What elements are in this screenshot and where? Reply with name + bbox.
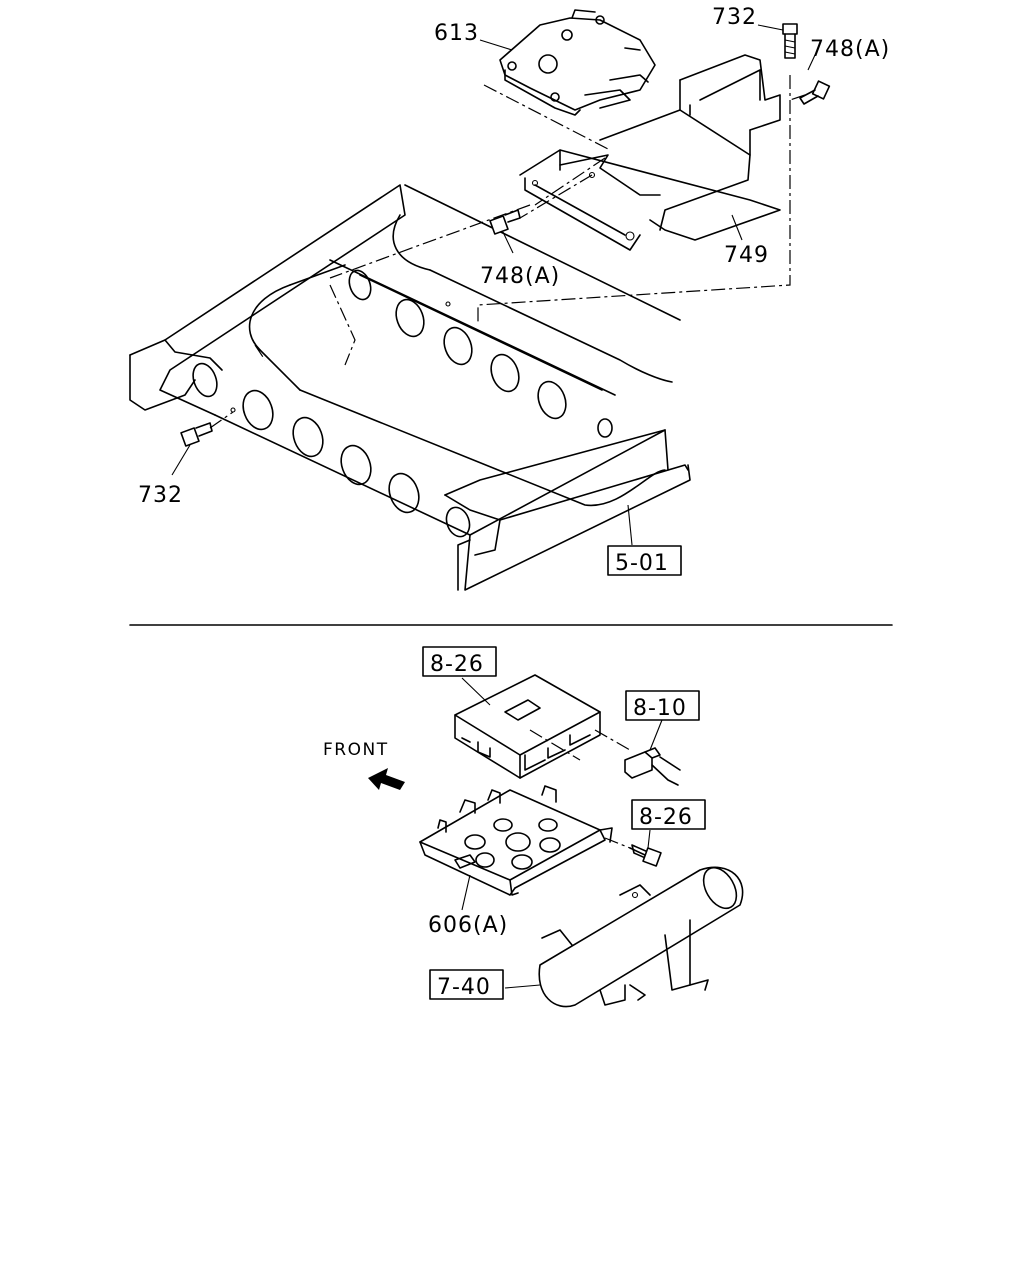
chassis-frame: [129, 184, 691, 591]
label-732-top: 732: [712, 5, 757, 30]
ref-8-26-top: 8-26: [430, 652, 484, 677]
label-748a-mid: 748(A): [480, 264, 560, 289]
label-749: 749: [724, 243, 769, 268]
cross-member-tube: [538, 866, 744, 1008]
bolt-748a-mid: [489, 209, 521, 235]
bolt-732-left: [180, 422, 213, 447]
label-606a: 606(A): [428, 913, 508, 938]
bracket-749: [519, 54, 781, 251]
harness-connector: [624, 747, 681, 786]
ref-box-8-10: [625, 690, 700, 721]
ref-box-7-40: [429, 969, 504, 1000]
ref-8-26-bolt: 8-26: [639, 805, 693, 830]
label-732-left: 732: [138, 483, 183, 508]
ref-7-40: 7-40: [437, 975, 491, 1000]
ref-5-01: 5-01: [615, 551, 669, 576]
bolt-8-26: [604, 837, 662, 867]
label-748a-right: 748(A): [810, 37, 890, 62]
leader-lines-upper: [171, 24, 816, 546]
bolt-748a-right: [799, 80, 831, 105]
ref-box-8-26-bolt: [631, 799, 706, 830]
ecu-module-613: [499, 9, 656, 116]
front-label: FRONT: [323, 740, 389, 760]
mounting-plate-606a: [419, 785, 613, 896]
label-613: 613: [434, 21, 479, 46]
front-arrow-icon: [368, 768, 405, 790]
upper-view: 613 732 748(A) 748(A) 749 732 5-01: [129, 5, 890, 591]
ref-8-10: 8-10: [633, 696, 687, 721]
bolt-732-top: [782, 23, 798, 59]
ref-box-8-26-top: [422, 646, 497, 677]
ref-box-5-01: [607, 545, 682, 576]
controller-unit: [454, 674, 631, 779]
leader-lines-lower: [461, 677, 663, 989]
lower-view: FRONT: [323, 646, 744, 1008]
